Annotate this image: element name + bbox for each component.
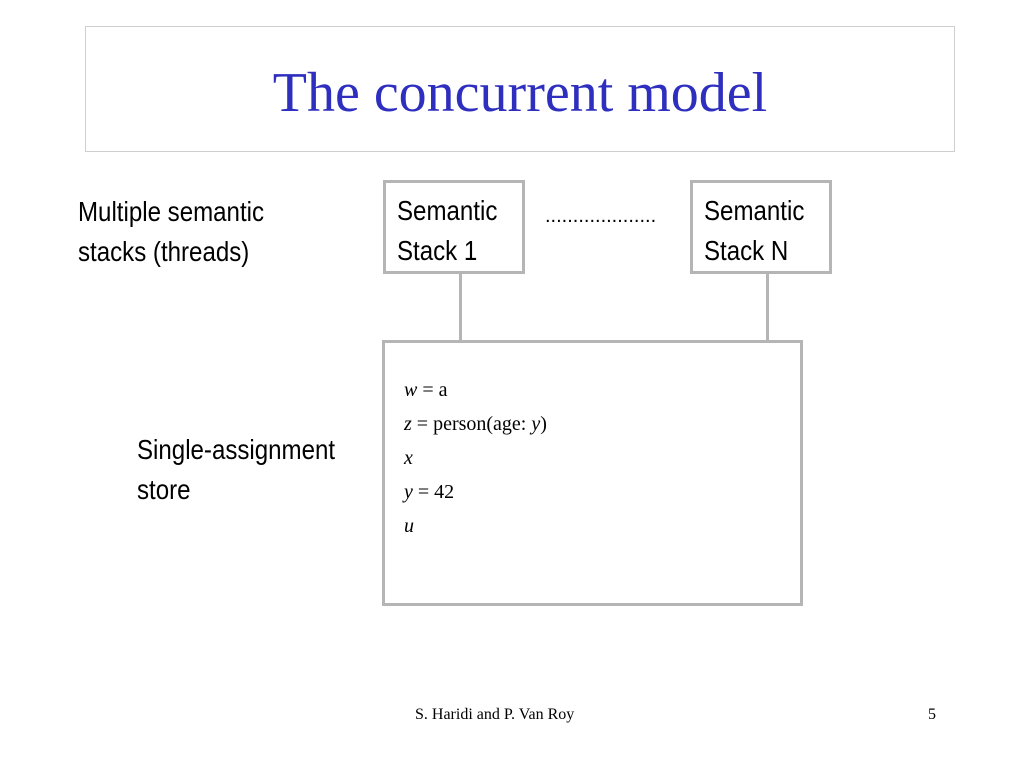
page-number: 5 <box>928 706 936 723</box>
store-line-x: x <box>404 447 413 469</box>
ellipsis-dots: .................... <box>545 205 657 227</box>
threads-label-line1: Multiple semantic <box>78 196 265 227</box>
store-label: Single-assignment store <box>137 430 335 510</box>
single-assignment-store: w = a z = person(age: y) x y = 42 u <box>382 340 803 606</box>
threads-label: Multiple semantic stacks (threads) <box>78 192 264 272</box>
stack-1-line2: Stack 1 <box>397 235 478 266</box>
footer-authors: S. Haridi and P. Van Roy <box>415 706 575 723</box>
semantic-stack-n: Semantic Stack N <box>690 180 832 274</box>
connector-line-n <box>766 274 769 340</box>
store-label-line2: store <box>137 474 191 505</box>
stack-n-line2: Stack N <box>704 235 789 266</box>
semantic-stack-1: Semantic Stack 1 <box>383 180 525 274</box>
stack-n-line1: Semantic <box>704 195 805 226</box>
store-label-line1: Single-assignment <box>137 434 336 465</box>
store-line-u: u <box>404 515 414 537</box>
title-box: The concurrent model <box>85 26 955 152</box>
store-line-y: y = 42 <box>404 481 455 503</box>
store-line-w: w = a <box>404 379 448 401</box>
store-contents: w = a z = person(age: y) x y = 42 u <box>404 373 547 543</box>
stack-1-line1: Semantic <box>397 195 498 226</box>
connector-line-1 <box>459 274 462 340</box>
slide-title: The concurrent model <box>272 62 768 124</box>
threads-label-line2: stacks (threads) <box>78 236 250 267</box>
store-line-z: z = person(age: y) <box>404 413 547 435</box>
